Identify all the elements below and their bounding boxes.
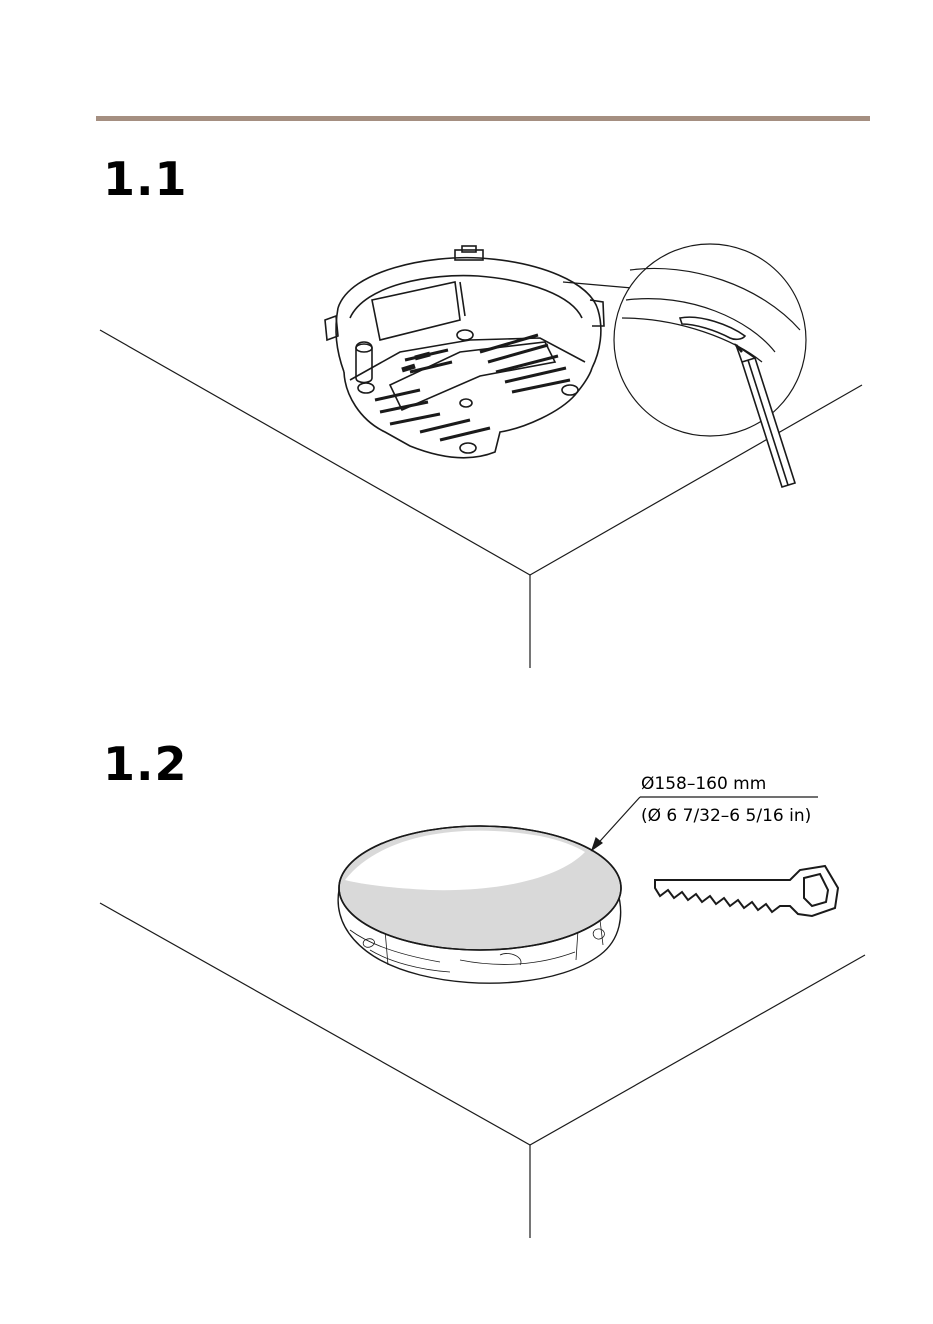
hole-diameter-mm: Ø158–160 mm [641,776,766,793]
step-number-1-1: 1.1 [103,156,188,202]
step-1-1-illustration [0,220,933,680]
mounting-bracket [325,246,604,458]
section-rule [96,116,870,121]
step-1-2-illustration [0,770,933,1250]
saw-icon [655,866,838,916]
cut-hole [338,826,621,983]
hole-diameter-in: (Ø 6 7/32–6 5/16 in) [641,808,811,825]
